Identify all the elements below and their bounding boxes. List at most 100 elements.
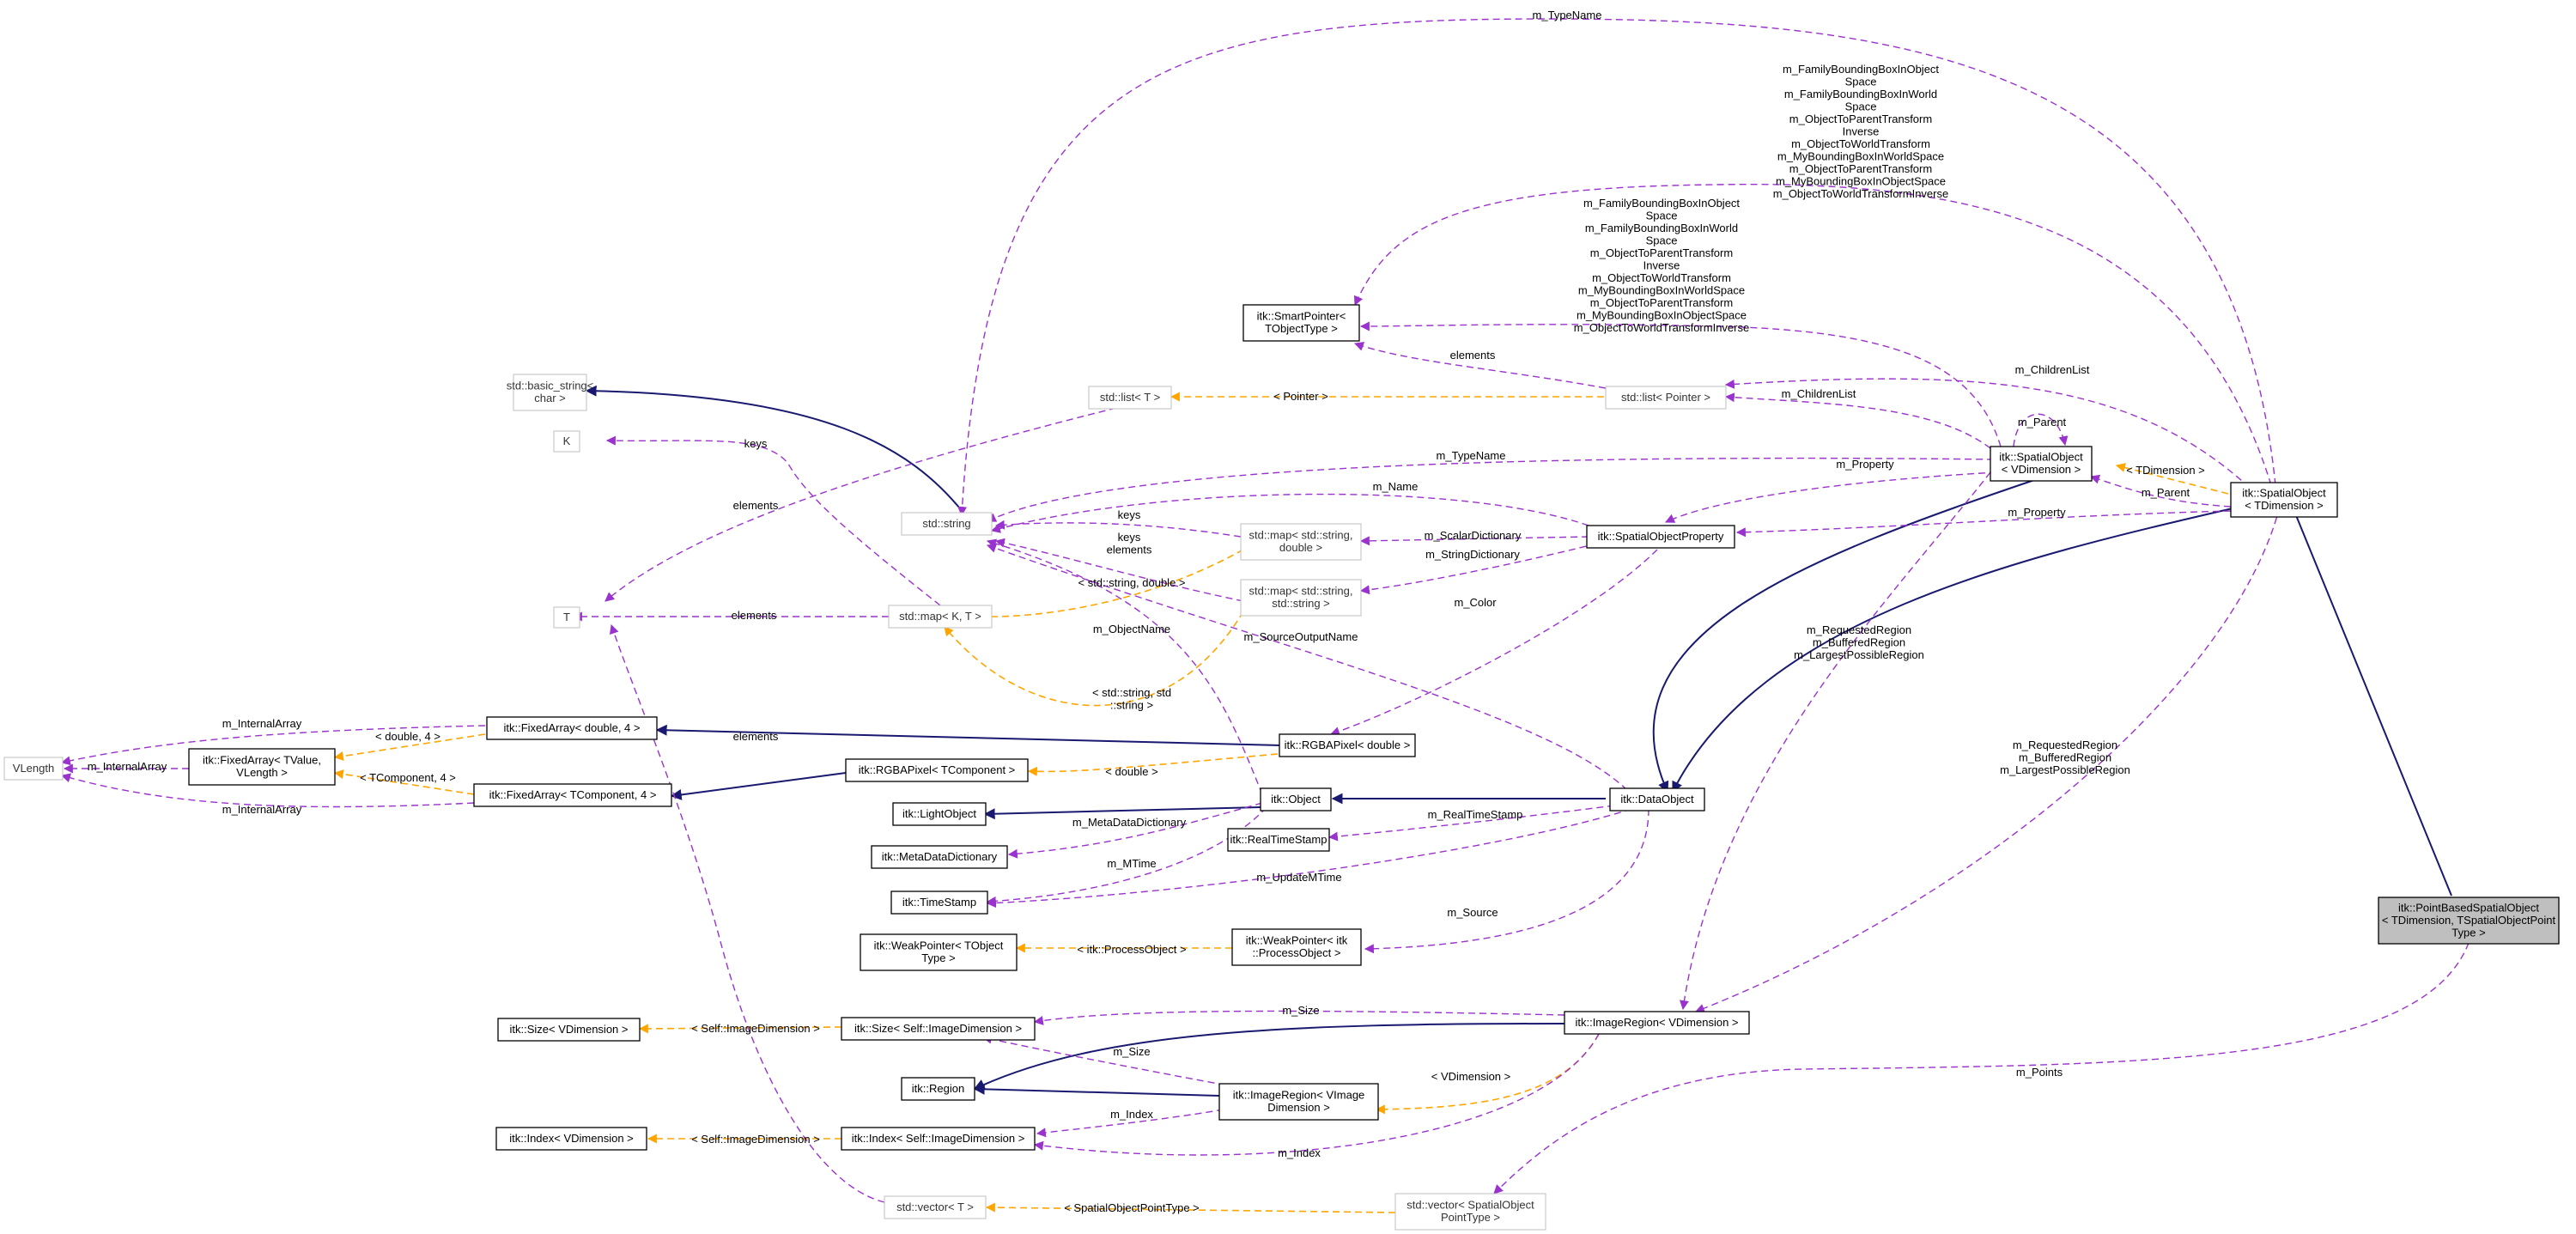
class-node[interactable]: itk::LightObject (892, 802, 987, 826)
class-node-label: std::map< K, T > (899, 610, 981, 623)
class-node-box (2378, 897, 2560, 945)
edge-inherit-so-vd-dataobject (1652, 477, 2043, 793)
edge-children-vd (1724, 392, 1991, 449)
class-node[interactable]: std::basic_string<char > (507, 374, 594, 411)
class-node[interactable]: itk::RealTimeStamp (1227, 828, 1330, 852)
edge-label: m_StringDictionary (1425, 548, 1520, 561)
edge-label: < itk::ProcessObject > (1077, 943, 1186, 956)
class-node-label: itk::FixedArray< TComponent, 4 > (489, 788, 657, 801)
class-node[interactable]: itk::Region (901, 1077, 975, 1101)
edge-source-output-name (986, 544, 1628, 791)
edge-label: < Pointer > (1273, 390, 1328, 403)
class-node[interactable]: std::list< Pointer > (1605, 386, 1727, 410)
class-node-box (495, 1127, 647, 1151)
class-node[interactable]: itk::TimeStamp (890, 891, 988, 915)
edge-label: < std::string, double > (1078, 576, 1185, 589)
edge-label: elements (733, 499, 779, 512)
class-node[interactable]: std::map< std::string,std::string > (1240, 579, 1362, 617)
edge-property-td (1735, 510, 2232, 538)
class-node[interactable]: itk::SpatialObject< TDimension > (2230, 482, 2338, 518)
class-node[interactable]: K (553, 430, 580, 453)
edge-label: Space (1845, 100, 1877, 113)
class-node-box (486, 716, 658, 740)
class-node-label: std::basic_string< (507, 380, 594, 392)
edge-label: m_Parent (2142, 486, 2190, 499)
edge-inherit-pbso-so-td (2290, 503, 2452, 897)
class-node-box (1586, 525, 1735, 549)
class-node-label: std::string (922, 517, 970, 530)
edge-index-vi (1036, 1109, 1224, 1138)
class-node[interactable]: itk::Index< VDimension > (495, 1127, 647, 1151)
edge-label: m_MetaDataDictionary (1072, 816, 1187, 829)
class-node-box (1609, 787, 1705, 812)
class-node-box (473, 783, 672, 807)
class-node[interactable]: itk::RGBAPixel< double > (1279, 733, 1416, 757)
class-node[interactable]: itk::ImageRegion< VDimension > (1564, 1011, 1750, 1035)
class-node-box (841, 1127, 1036, 1151)
edge-smartptr-vd (1359, 321, 2002, 447)
class-node[interactable]: itk::FixedArray< double, 4 > (486, 716, 658, 740)
class-node[interactable]: itk::SmartPointer<TObjectType > (1242, 304, 1360, 342)
edge-index-vd (1033, 1033, 1600, 1156)
class-node-label: < TDimension, TSpatialObjectPoint (2382, 914, 2556, 927)
edge-label: m_ObjectToWorldTransformInverse (1574, 321, 1749, 334)
edge-children-td (1724, 378, 2251, 489)
class-node[interactable]: itk::RGBAPixel< TComponent > (845, 758, 1029, 782)
edge-label: m_Parent (2018, 416, 2067, 429)
class-node-label: std::vector< SpatialObject (1406, 1199, 1534, 1212)
class-node[interactable]: itk::Size< VDimension > (497, 1018, 641, 1042)
edge-inherit-so-td-dataobject (1672, 508, 2233, 793)
edges-layer (60, 18, 2470, 1213)
class-node[interactable]: std::vector< SpatialObjectPointType > (1394, 1193, 1546, 1231)
class-node[interactable]: std::vector< T > (884, 1195, 987, 1219)
class-node[interactable]: itk::WeakPointer< TObjectType > (860, 933, 1018, 971)
edge-label: < TComponent, 4 > (360, 771, 456, 784)
edge-elements-list-t (605, 407, 1117, 602)
edge-label: m_BufferedRegion (1813, 636, 1905, 649)
class-node[interactable]: itk::DataObject (1609, 787, 1705, 812)
class-node-box (1231, 928, 1362, 966)
class-node[interactable]: itk::Size< Self::ImageDimension > (841, 1017, 1036, 1041)
edge-elements-list-smart (1353, 342, 1607, 389)
edge-label: < double, 4 > (375, 730, 440, 743)
edge-label: Space (1845, 76, 1877, 88)
class-node[interactable]: T (553, 606, 580, 629)
class-node[interactable]: itk::Object (1260, 787, 1332, 812)
nodes-layer: itk::PointBasedSpatialObject< TDimension… (3, 304, 2560, 1231)
class-node[interactable]: itk::MetaDataDictionary (871, 845, 1008, 869)
edge-label: m_LargestPossibleRegion (1794, 648, 1924, 661)
class-node-box (553, 430, 580, 453)
class-node-label: itk::WeakPointer< TObject (874, 939, 1004, 952)
class-node[interactable]: std::map< K, T > (888, 605, 993, 629)
edge-label: m_ObjectToParentTransform (1789, 162, 1932, 175)
class-node[interactable]: itk::FixedArray< TValue,VLength > (188, 748, 336, 786)
class-node[interactable]: itk::PointBasedSpatialObject< TDimension… (2378, 897, 2560, 945)
class-node-box (1260, 787, 1332, 812)
edge-label: m_MTime (1107, 857, 1156, 870)
class-node[interactable]: VLength (3, 757, 64, 781)
class-node-label: itk::LightObject (902, 807, 976, 820)
class-node[interactable]: itk::SpatialObject< VDimension > (1990, 446, 2093, 482)
edge-points (1493, 942, 2470, 1194)
class-node[interactable]: std::list< T > (1088, 386, 1172, 410)
edge-label: m_MyBoundingBoxInObjectSpace (1776, 175, 1946, 188)
class-node[interactable]: itk::WeakPointer< itk::ProcessObject > (1231, 928, 1362, 966)
class-node-label: itk::RGBAPixel< TComponent > (859, 763, 1016, 776)
class-node-label: itk::TimeStamp (902, 896, 976, 909)
class-node[interactable]: std::map< std::string,double > (1240, 523, 1362, 561)
edge-label: m_RequestedRegion (1807, 623, 1911, 636)
edge-label: m_ObjectToParentTransform (1789, 112, 1932, 125)
edge-label: Inverse (1843, 125, 1880, 138)
edge-label: < Self::ImageDimension > (691, 1133, 820, 1146)
class-node[interactable]: itk::SpatialObjectProperty (1586, 525, 1735, 549)
class-node[interactable]: itk::Index< Self::ImageDimension > (841, 1127, 1036, 1151)
class-node-label: PointType > (1441, 1211, 1500, 1224)
edge-label: Space (1646, 234, 1678, 247)
edge-color (1329, 549, 1658, 736)
class-node[interactable]: std::string (901, 512, 993, 536)
class-node[interactable]: itk::FixedArray< TComponent, 4 > (473, 783, 672, 807)
edge-label: m_ChildrenList (2015, 363, 2090, 376)
edge-label: m_ChildrenList (1782, 387, 1856, 400)
class-node-label: std::map< std::string, (1249, 529, 1352, 542)
